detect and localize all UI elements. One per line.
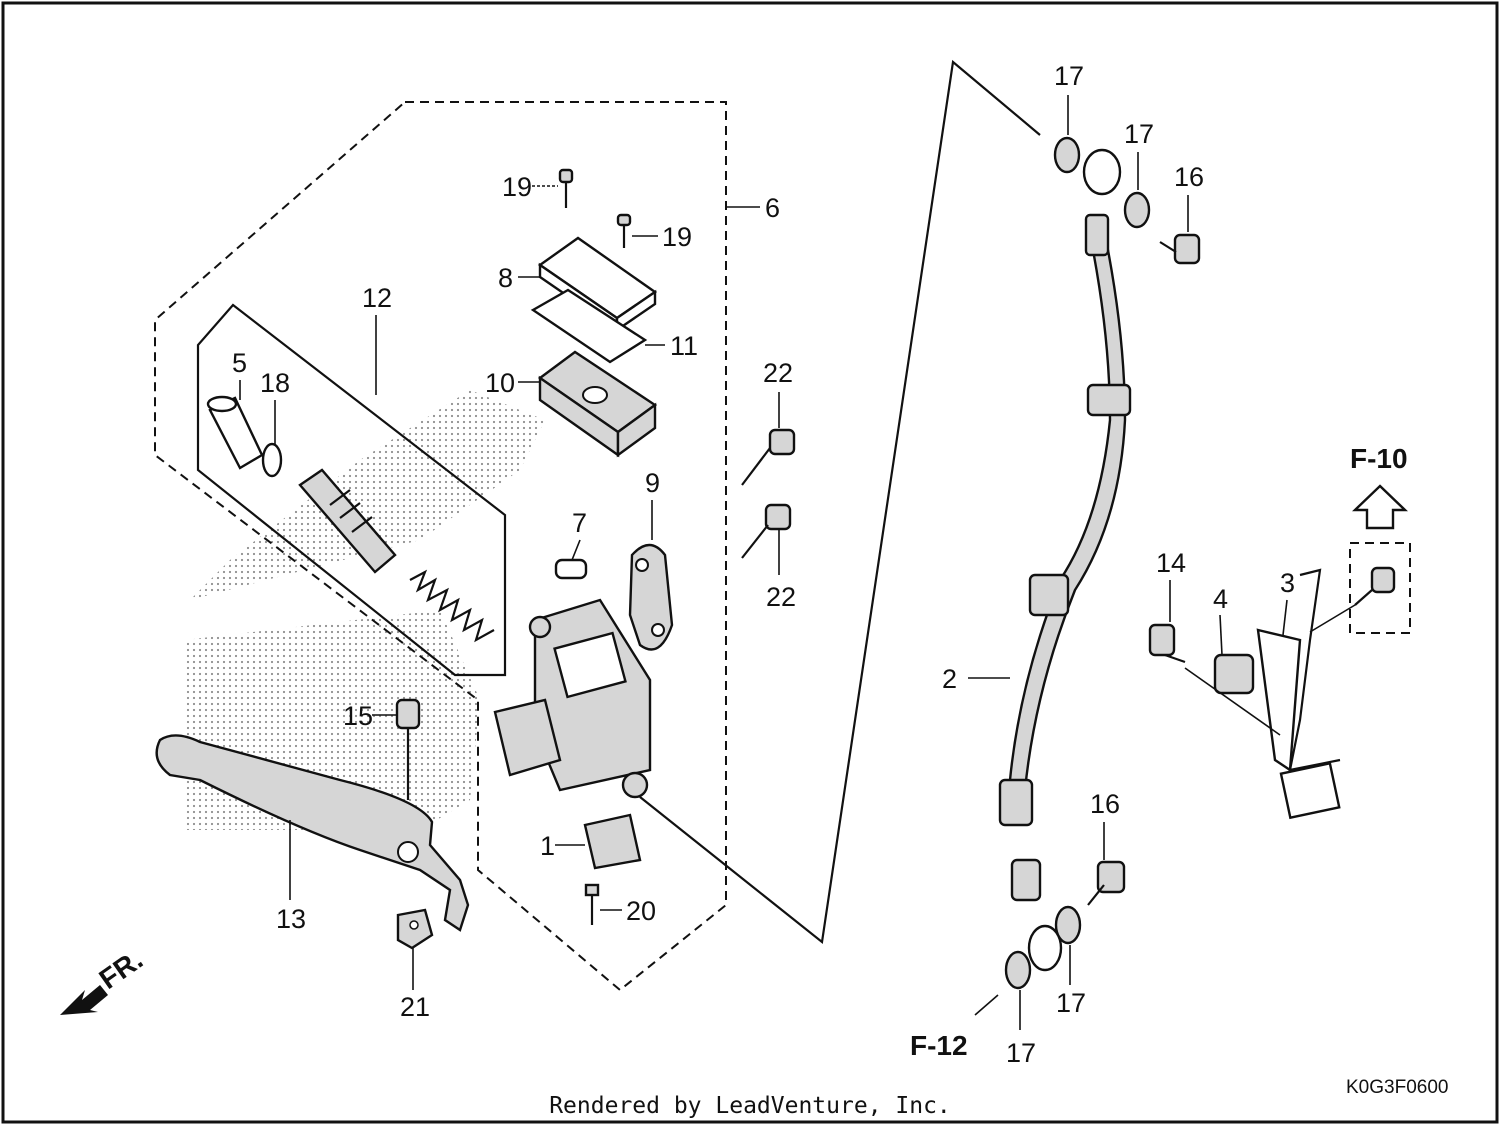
diaphragm-10: [537, 350, 658, 458]
screw-19-b: [616, 213, 632, 248]
assembly-outline-6: [154, 101, 727, 992]
callout-17-d: 17: [1006, 1038, 1036, 1068]
callout-17-b: 17: [1124, 119, 1154, 149]
screw-19-a: [558, 168, 574, 208]
callout-7: 7: [572, 508, 587, 538]
callout-2: 2: [942, 664, 957, 694]
bolt-22-b: [741, 503, 792, 559]
nut-21: [396, 908, 434, 950]
bolt-22-a: [741, 428, 796, 486]
switch-1: [583, 813, 642, 870]
bolt-16-a: [1159, 233, 1201, 265]
callout-17-a: 17: [1054, 61, 1084, 91]
master-cylinder-body: [493, 598, 652, 799]
callout-6: 6: [765, 193, 780, 223]
ref-f12: F-12: [910, 1030, 968, 1061]
plate-11: [530, 288, 648, 364]
circlip-18: [261, 442, 283, 478]
front-arrow-icon: [60, 985, 108, 1015]
callout-12: 12: [362, 283, 392, 313]
bolt-16-b: [1087, 860, 1126, 906]
callout-22-a: 22: [763, 358, 793, 388]
callout-21: 21: [400, 992, 430, 1022]
callout-22-b: 22: [766, 582, 796, 612]
callout-8: 8: [498, 263, 513, 293]
boot-5: [206, 395, 264, 470]
callout-11: 11: [670, 331, 698, 361]
callout-17-c: 17: [1056, 988, 1086, 1018]
washer-17-b: [1123, 191, 1151, 229]
washer-17-a: [1053, 136, 1081, 174]
sensor-4: [1213, 653, 1255, 695]
callout-10: 10: [485, 368, 515, 398]
washer-17-c: [1054, 905, 1082, 945]
screw-20: [584, 883, 600, 925]
diagram-code: K0G3F0600: [1346, 1077, 1448, 1098]
callout-16-b: 16: [1090, 789, 1120, 819]
ref-f10: F-10: [1350, 443, 1408, 474]
callout-13: 13: [276, 904, 306, 934]
callout-4: 4: [1213, 584, 1228, 614]
callout-20: 20: [626, 896, 656, 926]
callout-1: 1: [540, 831, 555, 861]
bolt-14: [1148, 623, 1186, 664]
callout-3: 3: [1280, 568, 1295, 598]
callout-15: 15: [343, 701, 373, 731]
callout-19-a: 19: [502, 172, 532, 202]
brake-hose-2: [998, 148, 1132, 972]
cap-7: [554, 558, 588, 580]
piston: [298, 468, 397, 574]
spring: [409, 569, 495, 643]
f10-arrow: [1352, 484, 1408, 530]
brake-lever-13: [155, 734, 470, 932]
bolt-3: [1354, 566, 1396, 606]
leader-lines: [239, 95, 1356, 1030]
pivot-bolt-15: [395, 698, 421, 800]
hose-bracket-line: [639, 59, 1041, 945]
callout-18: 18: [260, 368, 290, 398]
callout-14: 14: [1156, 548, 1186, 578]
stay-bracket-3: [1256, 568, 1341, 820]
callout-9: 9: [645, 468, 660, 498]
holder-9: [628, 543, 674, 651]
render-credit: Rendered by LeadVenture, Inc.: [549, 1093, 951, 1119]
f10-box: [1349, 542, 1411, 634]
callout-19-b: 19: [662, 222, 692, 252]
assembly-outline-12: [196, 303, 507, 677]
washer-17-d: [1004, 950, 1032, 990]
callout-5: 5: [232, 348, 247, 378]
callout-16-a: 16: [1174, 162, 1204, 192]
